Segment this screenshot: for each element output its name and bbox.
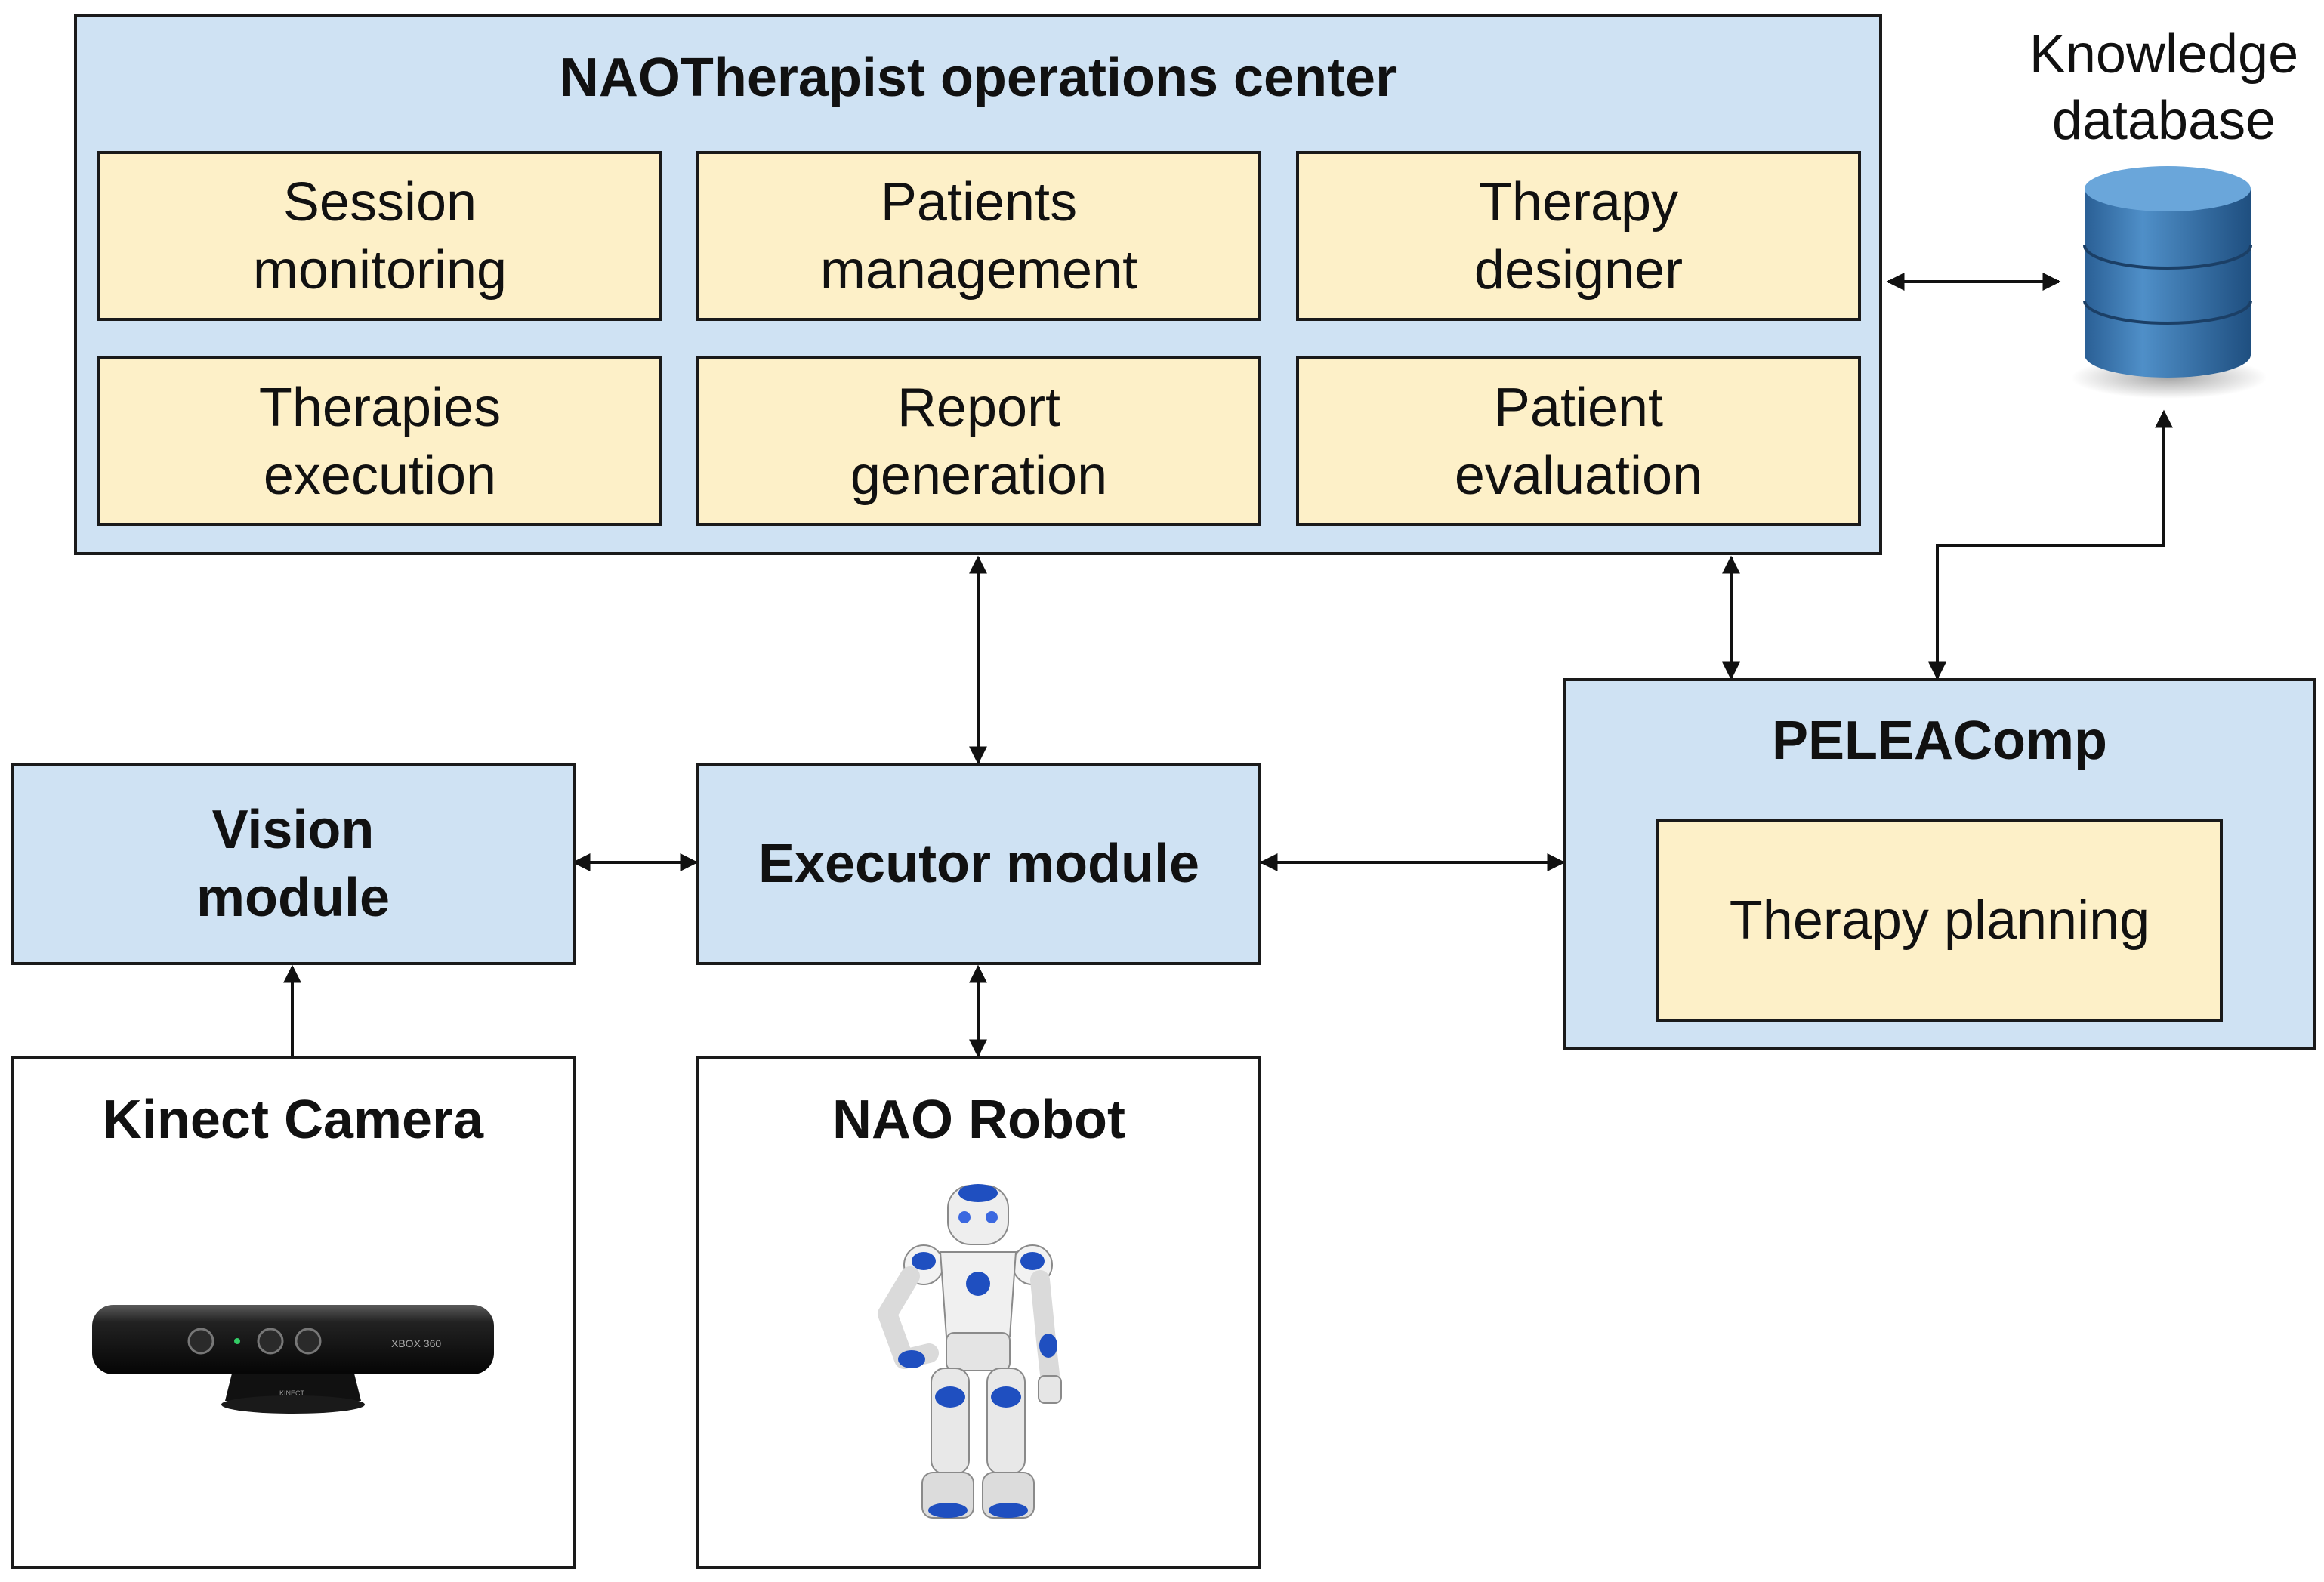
module-label: Patients management bbox=[819, 171, 1138, 301]
nao-robot-icon bbox=[878, 1184, 1062, 1519]
database-icon bbox=[2071, 166, 2266, 399]
executor-module-label: Executor module bbox=[758, 834, 1200, 894]
kinect-camera-title: Kinect Camera bbox=[102, 1090, 484, 1150]
arrow-peleacomp-db bbox=[1928, 409, 2173, 680]
kinect-base-text: KINECT bbox=[279, 1389, 305, 1397]
kinect-device-text: XBOX 360 bbox=[391, 1337, 441, 1349]
knowledge-database-label: Knowledge database bbox=[2029, 24, 2299, 151]
nao-robot-title: NAO Robot bbox=[832, 1090, 1125, 1150]
module-report-generation: Report generation bbox=[696, 356, 1261, 526]
module-patients-management: Patients management bbox=[696, 151, 1261, 321]
module-label: Session monitoring bbox=[252, 171, 508, 301]
therapy-planning-module: Therapy planning bbox=[1656, 819, 2223, 1022]
module-label: Patient evaluation bbox=[1454, 377, 1703, 506]
module-session-monitoring: Session monitoring bbox=[97, 151, 662, 321]
ops-center-title: NAOTherapist operations center bbox=[559, 48, 1397, 108]
module-therapies-execution: Therapies execution bbox=[97, 356, 662, 526]
therapy-planning-label: Therapy planning bbox=[1729, 890, 2150, 951]
vision-module-label: Vision module bbox=[196, 800, 390, 928]
peleacomp-title: PELEAComp bbox=[1771, 711, 2108, 771]
vision-module: Vision module bbox=[11, 763, 576, 965]
module-label: Therapies execution bbox=[258, 377, 502, 506]
kinect-sensor-icon: XBOX 360 KINECT bbox=[92, 1305, 494, 1414]
module-label: Therapy designer bbox=[1474, 171, 1684, 301]
module-patient-evaluation: Patient evaluation bbox=[1296, 356, 1861, 526]
module-therapy-designer: Therapy designer bbox=[1296, 151, 1861, 321]
module-label: Report generation bbox=[850, 377, 1108, 506]
executor-module: Executor module bbox=[696, 763, 1261, 965]
